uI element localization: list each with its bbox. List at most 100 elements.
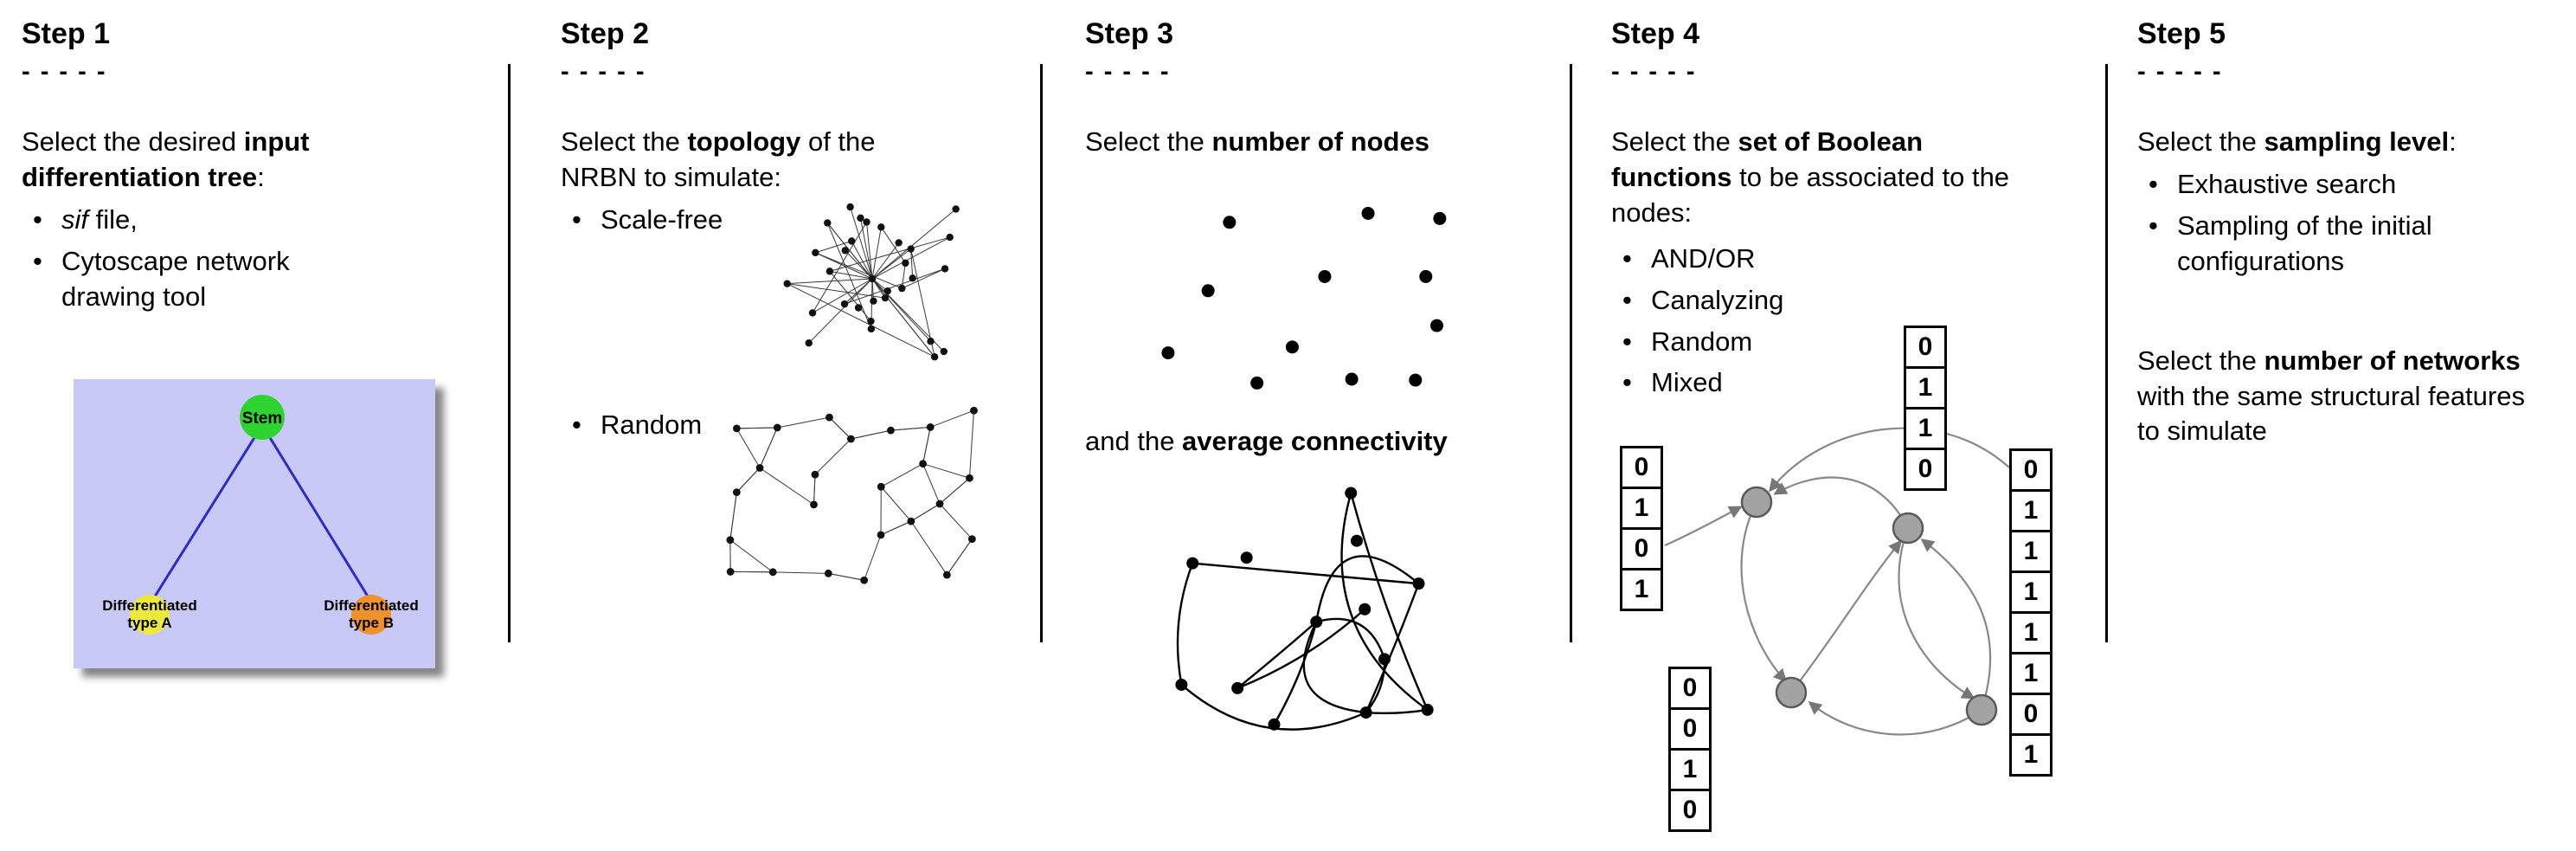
- step-3-second-text: and the average connectivity: [1085, 424, 1448, 460]
- step-1-intro-bold: input differentiation tree: [22, 126, 310, 192]
- step-4-intro-pre: Select the: [1611, 126, 1738, 157]
- step-3-second-bold: average connectivity: [1182, 426, 1448, 456]
- step-1-intro-post: :: [257, 161, 265, 192]
- bullet-exhaustive: Exhaustive search: [2137, 167, 2568, 203]
- boolean-node-2: [1892, 512, 1924, 545]
- step-5-intro-post: :: [2449, 126, 2457, 157]
- boolean-node-1: [1740, 486, 1773, 519]
- column-divider-4: [2105, 64, 2108, 642]
- column-divider-1: [508, 64, 511, 642]
- step-4-intro-bold: set of Boolean functions: [1611, 126, 1924, 192]
- boolean-node-4: [1965, 693, 1998, 726]
- tree-edge-b: [267, 435, 371, 600]
- edge-arrow-b-a: [1773, 476, 1909, 529]
- random-text: Random: [601, 409, 703, 440]
- truth-table-cell: 0: [1904, 326, 1947, 369]
- step-3-intro-pre: Select the: [1085, 126, 1212, 157]
- step-1-dashes: - - - - -: [22, 58, 107, 86]
- bullet-cytoscape: Cytoscape network drawing tool: [22, 244, 368, 315]
- step-1-column: Step 1 - - - - - Select the desired inpu…: [22, 0, 498, 668]
- truth-table-cell: 1: [2009, 611, 2052, 654]
- bullet-random-fn: Random: [1611, 325, 2097, 360]
- edge-arrow-top-arc: [1769, 427, 2010, 493]
- step-3-dashes: - - - - -: [1085, 58, 1171, 86]
- boolean-network-svg: [1664, 427, 2010, 736]
- step-4-dashes: - - - - -: [1611, 58, 1697, 86]
- truth-table-cell: 0: [1668, 707, 1712, 751]
- type-b-label-2: type B: [349, 615, 394, 631]
- type-a-node: [130, 595, 170, 635]
- step-4-intro-post: to be associated to the nodes:: [1611, 161, 2010, 228]
- step-4-intro: Select the set of Boolean functions to b…: [1611, 125, 2028, 231]
- step-5-second-bold: number of networks: [2264, 345, 2521, 376]
- step-2-bullet-list: Scale-free Random: [561, 203, 1032, 443]
- edge-arrow-left-a: [1664, 506, 1743, 547]
- edge-arrow-d-c: [1808, 701, 1982, 736]
- step-2-intro-post: of the NRBN to simulate:: [561, 126, 876, 192]
- step-1-bullet-list: sif file, Cytoscape network drawing tool: [22, 203, 368, 315]
- step-2-title: Step 2: [561, 17, 650, 50]
- bullet-mixed: Mixed: [1611, 365, 2097, 401]
- g-random-svg: [726, 406, 978, 584]
- differentiation-tree-svg: Stem Differentiated type A Differentiate…: [74, 379, 435, 668]
- step-4-column: Step 4 - - - - - Select the set of Boole…: [1611, 0, 2097, 832]
- truth-table-cell: 1: [1904, 366, 1947, 409]
- g-tangle-svg: [1175, 487, 1434, 731]
- step-2-intro: Select the topology of the NRBN to simul…: [561, 125, 946, 196]
- step-2-dashes: - - - - -: [561, 58, 646, 86]
- truth-table-cell: 0: [2009, 693, 2052, 736]
- random-network-graphic: [703, 400, 989, 603]
- type-b-label-1: Differentiated: [324, 597, 419, 614]
- bullet-random: Random: [561, 408, 1032, 443]
- edge-arrow-d-b: [1920, 538, 1992, 711]
- bullet-canalyzing: Canalyzing: [1611, 283, 2097, 319]
- step-4-bullet-list: AND/OR Canalyzing Random Mixed: [1611, 242, 2097, 402]
- step-3-second-pre: and the: [1085, 426, 1183, 456]
- step-5-second-text: Select the number of networks with the s…: [2137, 344, 2553, 450]
- sif-rest: file,: [88, 203, 138, 235]
- step-1-title: Step 1: [22, 17, 111, 50]
- truth-table-cell: 1: [2009, 489, 2052, 532]
- truth-table-cell: 0: [1620, 527, 1663, 571]
- type-a-label-1: Differentiated: [102, 597, 197, 614]
- truth-table-cell: 0: [1668, 667, 1712, 710]
- step-5-column: Step 5 - - - - - Select the sampling lev…: [2137, 0, 2568, 449]
- step-3-intro: Select the number of nodes: [1085, 125, 1563, 160]
- truth-table-cell: 0: [1620, 446, 1663, 489]
- step-5-intro: Select the sampling level:: [2137, 125, 2568, 160]
- truth-table-cell: 0: [1668, 789, 1712, 832]
- truth-table-cell: 1: [1904, 407, 1947, 450]
- scale-free-network-graphic: [721, 173, 998, 394]
- step-3-title: Step 3: [1085, 17, 1174, 50]
- column-divider-2: [1040, 64, 1043, 642]
- step-2-intro-pre: Select the: [561, 126, 688, 157]
- truth-table-cell: 0: [2009, 448, 2052, 492]
- step-2-column: Step 2 - - - - - Select the topology of …: [561, 0, 1032, 584]
- truth-table-cell: 1: [2009, 530, 2052, 573]
- canalyzing-text: Canalyzing: [1651, 284, 1784, 315]
- connectivity-tangle-graphic: [1159, 474, 1453, 760]
- step-5-dashes: - - - - -: [2137, 58, 2223, 86]
- g-scalefree-svg: [783, 203, 960, 361]
- truth-table-cell: 0: [1904, 448, 1947, 491]
- step-3-column: Step 3 - - - - - Select the number of no…: [1085, 0, 1563, 731]
- exhaustive-text: Exhaustive search: [2177, 168, 2397, 199]
- bullet-sif-file: sif file,: [22, 203, 368, 238]
- type-b-node: [351, 595, 391, 635]
- step-1-intro-pre: Select the desired: [22, 126, 244, 157]
- g-scatter-svg: [1161, 206, 1447, 390]
- boolean-node-3: [1775, 676, 1808, 709]
- step-5-intro-pre: Select the: [2137, 126, 2264, 157]
- column-divider-3: [1570, 64, 1572, 642]
- bullet-and-or: AND/OR: [1611, 242, 2097, 277]
- edge-arrow-c-b: [1790, 539, 1902, 693]
- truth-table-cell: 1: [1620, 487, 1663, 530]
- step-1-intro: Select the desired input differentiation…: [22, 125, 375, 196]
- edge-arrow-b-d: [1898, 527, 1975, 699]
